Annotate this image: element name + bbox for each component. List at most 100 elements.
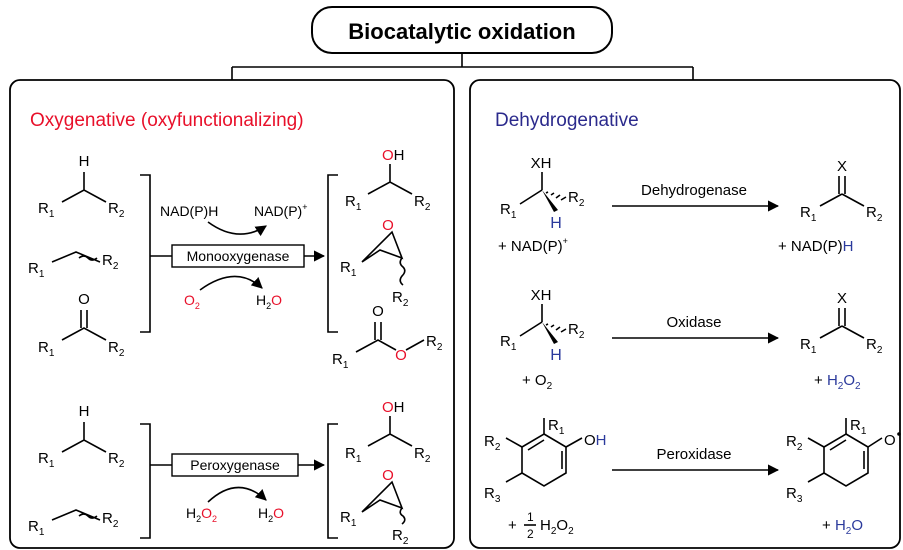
oxygenative-panel xyxy=(9,79,455,549)
svg-text:XH: XH xyxy=(531,155,552,172)
svg-text:O: O xyxy=(382,217,394,234)
title: Biocatalytic oxidation xyxy=(348,19,575,44)
svg-text:R1: R1 xyxy=(500,333,517,353)
alkene-substrate: R1 R2 xyxy=(28,251,119,280)
svg-text:R2: R2 xyxy=(392,527,409,547)
svg-text:+ H2O2: + H2O2 xyxy=(814,372,861,392)
svg-text:H2O2: H2O2 xyxy=(540,517,574,537)
svg-text:O: O xyxy=(395,347,407,364)
svg-text:R2: R2 xyxy=(102,252,119,272)
dehydrogenase-substrate: XH R2 R1 H + NAD(P)+ xyxy=(498,155,585,255)
svg-text:H: H xyxy=(550,347,562,364)
svg-text:O: O xyxy=(884,432,896,449)
svg-text:R2: R2 xyxy=(568,189,585,209)
svg-text:R1: R1 xyxy=(340,509,357,529)
monooxygenase-label: Monooxygenase xyxy=(187,248,290,264)
dehydrogenase-label: Dehydrogenase xyxy=(641,182,747,199)
dehydrogenase-product: X R1 R2 + NAD(P)H xyxy=(778,158,883,255)
svg-text:R2: R2 xyxy=(102,510,119,530)
h2o2-label: H2O2 xyxy=(186,505,217,524)
svg-text:R1: R1 xyxy=(800,336,817,356)
oxidase-label: Oxidase xyxy=(666,314,721,331)
svg-text:R3: R3 xyxy=(484,485,501,505)
svg-text:OH: OH xyxy=(382,399,405,416)
alkane-substrate: H R1 R2 xyxy=(38,153,125,220)
ketone-substrate: O R1 R2 xyxy=(38,291,125,359)
svg-text:XH: XH xyxy=(531,287,552,304)
svg-text:R2: R2 xyxy=(426,333,443,353)
svg-text:+ H2O: + H2O xyxy=(822,517,863,537)
svg-text:R1: R1 xyxy=(38,339,55,359)
peroxide-arc xyxy=(207,486,267,503)
product-bracket xyxy=(327,174,338,333)
alkane-substrate-2: H R1 R2 xyxy=(38,403,125,470)
svg-text:R2: R2 xyxy=(414,445,431,465)
svg-text:O: O xyxy=(382,467,394,484)
svg-text:R1: R1 xyxy=(28,260,45,280)
svg-text:X: X xyxy=(837,158,847,175)
svg-text:2: 2 xyxy=(527,527,534,541)
svg-text:O: O xyxy=(372,303,384,320)
svg-text:+ NAD(P)H: + NAD(P)H xyxy=(778,238,853,255)
dehydrogenative-panel xyxy=(469,79,901,549)
svg-text:R1: R1 xyxy=(345,193,362,213)
svg-text:+ O2: + O2 xyxy=(522,372,553,392)
svg-text:R2: R2 xyxy=(108,339,125,359)
oxygen-arc xyxy=(199,275,263,291)
phenol-substrate: R1 OH R2 R3 xyxy=(484,417,607,505)
svg-text:X: X xyxy=(837,290,847,307)
svg-text:OH: OH xyxy=(382,147,405,164)
alcohol-product: OH R1 R2 xyxy=(345,147,431,213)
svg-text:R1: R1 xyxy=(800,204,817,224)
h2o-label: H2O xyxy=(256,292,282,311)
svg-text:O: O xyxy=(78,291,90,308)
cofactor-arc xyxy=(207,221,267,237)
o2-label: O2 xyxy=(184,292,200,311)
svg-text:OH: OH xyxy=(584,432,607,449)
dehydrogenative-heading: Dehydrogenative xyxy=(495,110,639,131)
svg-text:R3: R3 xyxy=(786,485,803,505)
svg-text:R1: R1 xyxy=(28,518,45,538)
svg-text:+: + xyxy=(508,517,517,534)
svg-text:R1: R1 xyxy=(345,445,362,465)
oxygenative-heading: Oxygenative (oxyfunctionalizing) xyxy=(30,110,304,131)
substrate-bracket xyxy=(140,174,151,333)
oxidase-substrate: XH R2 R1 H + O2 xyxy=(500,287,585,392)
phenoxy-radical-product: R1 O R2 R3 + H2O xyxy=(786,417,901,537)
svg-text:H: H xyxy=(79,153,90,170)
epoxide-product-2: O R1 R2 xyxy=(340,467,409,547)
svg-text:R2: R2 xyxy=(414,193,431,213)
product-bracket-2 xyxy=(327,423,338,539)
substrate-bracket-2 xyxy=(140,423,151,539)
svg-text:H: H xyxy=(79,403,90,420)
svg-text:1: 1 xyxy=(527,510,534,524)
peroxygenase-label: Peroxygenase xyxy=(190,457,280,473)
svg-text:R2: R2 xyxy=(786,433,803,453)
peroxide-cosubstrate: + 1 2 H2O2 xyxy=(508,510,574,541)
svg-text:R2: R2 xyxy=(568,321,585,341)
alcohol-product-2: OH R1 R2 xyxy=(345,399,431,465)
ester-product: O O R1 R2 xyxy=(332,303,443,371)
nadph-label: NAD(P)H xyxy=(160,203,218,219)
alkene-substrate-2: R1 R2 xyxy=(28,509,119,538)
svg-text:R2: R2 xyxy=(108,200,125,220)
svg-text:+ NAD(P)+: + NAD(P)+ xyxy=(498,236,568,255)
svg-text:R1: R1 xyxy=(38,200,55,220)
nadp-label: NAD(P)+ xyxy=(254,202,308,219)
h2o-label-2: H2O xyxy=(258,505,284,524)
svg-text:R1: R1 xyxy=(332,351,349,371)
svg-text:R2: R2 xyxy=(866,336,883,356)
svg-text:R1: R1 xyxy=(38,450,55,470)
svg-text:R2: R2 xyxy=(108,450,125,470)
svg-text:H: H xyxy=(550,215,562,232)
svg-text:R1: R1 xyxy=(340,259,357,279)
svg-text:R1: R1 xyxy=(850,417,867,437)
tree-connector xyxy=(231,53,694,80)
svg-text:R2: R2 xyxy=(866,204,883,224)
epoxide-product: O R1 R2 xyxy=(340,217,409,309)
svg-text:R2: R2 xyxy=(484,433,501,453)
svg-text:R1: R1 xyxy=(500,201,517,221)
peroxidase-label: Peroxidase xyxy=(656,446,731,463)
svg-text:R2: R2 xyxy=(392,289,409,309)
